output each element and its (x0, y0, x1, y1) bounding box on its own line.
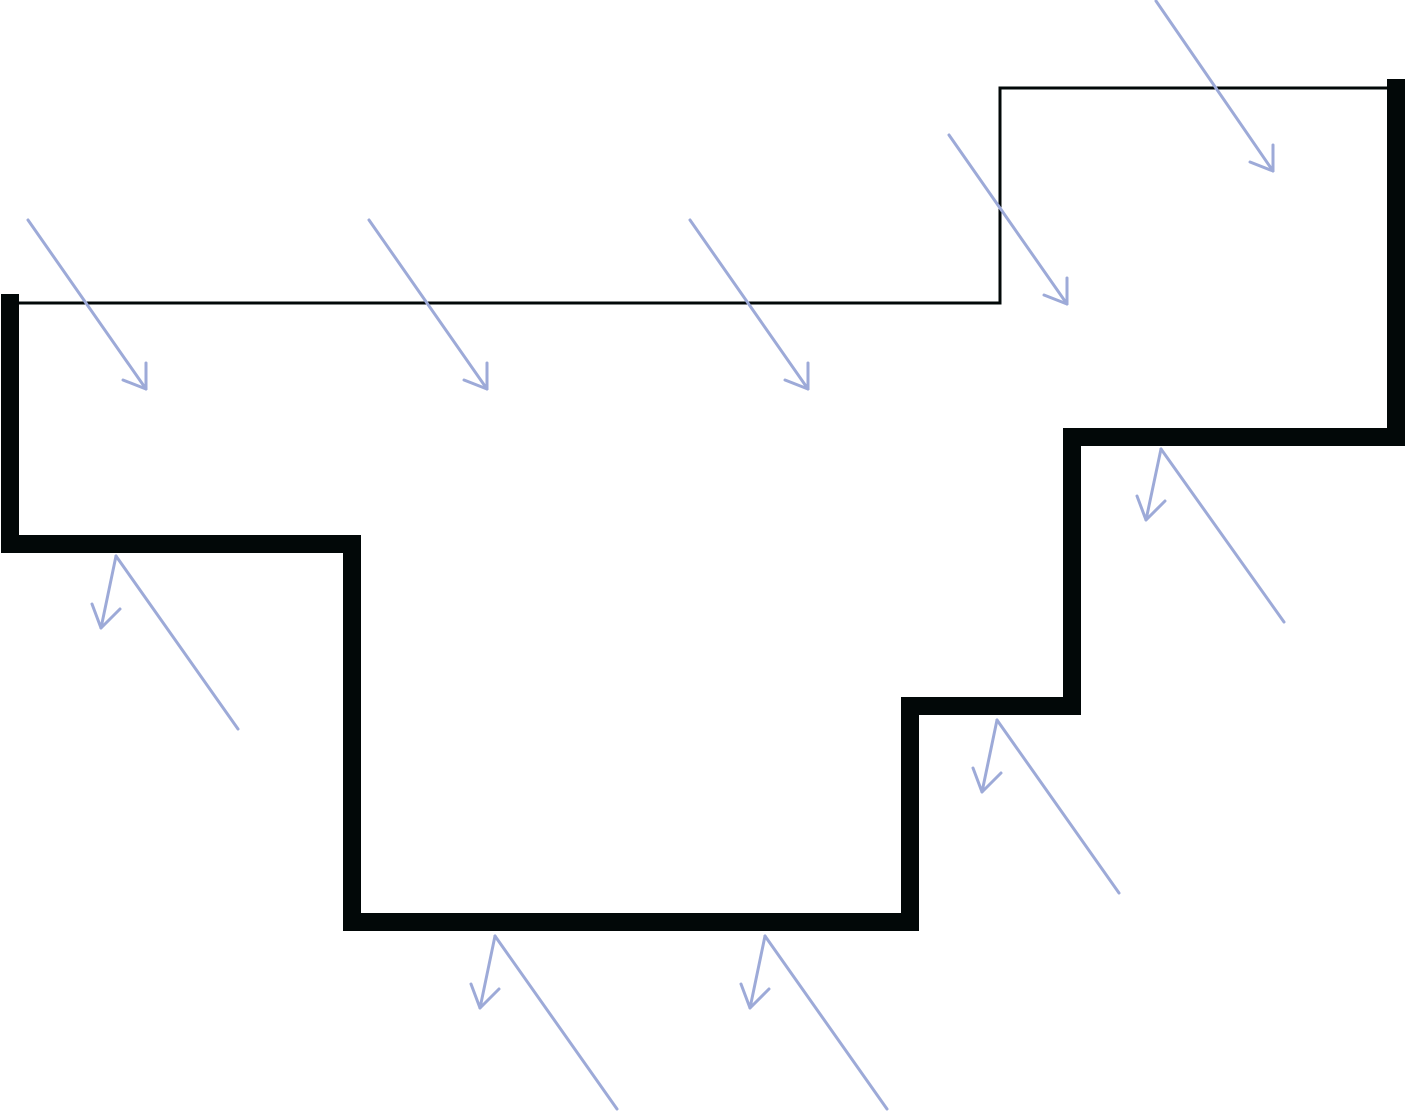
outgoing-ray-3 (739, 934, 889, 1111)
incoming-ray-1 (26, 218, 148, 391)
outgoing-ray-2 (469, 934, 619, 1111)
thin-outline-edges (8, 86, 1398, 305)
incoming-ray-4 (947, 133, 1069, 306)
top-edge-left (8, 86, 1398, 305)
left-wall (1, 79, 1405, 931)
incoming-ray-2 (367, 218, 489, 391)
outgoing-ray-1 (90, 554, 240, 731)
thick-outline-edges (1, 79, 1405, 931)
outgoing-ray-4 (971, 718, 1121, 895)
outgoing-rays (90, 447, 1286, 1111)
outgoing-ray-5 (1135, 447, 1286, 624)
incoming-ray-5 (1154, 0, 1275, 173)
incoming-rays (26, 0, 1275, 391)
incoming-ray-3 (688, 218, 810, 391)
